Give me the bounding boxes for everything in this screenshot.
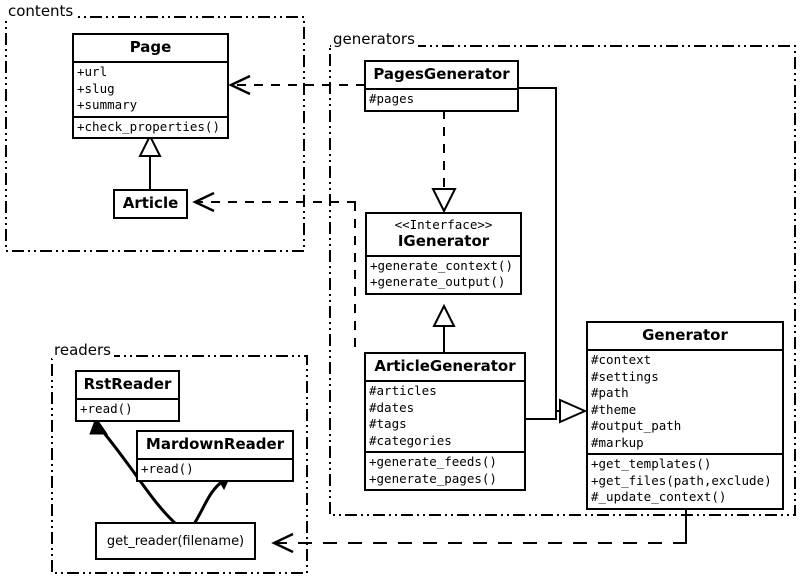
method: +generate_feeds() xyxy=(369,454,497,469)
class-articlegenerator-title: ArticleGenerator xyxy=(374,357,516,375)
class-igenerator-name: IGenerator xyxy=(397,231,490,250)
attribute: +summary xyxy=(77,97,138,112)
class-articlegenerator[interactable]: ArticleGenerator #articles #dates #tags … xyxy=(364,352,526,491)
package-label-contents: contents xyxy=(6,2,77,20)
relation-articlegenerator-aggregates-generator xyxy=(526,411,557,420)
relation-articlegenerator-depends-article xyxy=(192,191,356,352)
class-igenerator-title: <<Interface>> IGenerator xyxy=(367,214,520,255)
method: +generate_context() xyxy=(370,257,513,273)
relation-pagesgenerator-realizes-igenerator xyxy=(431,110,457,214)
package-label-generators: generators xyxy=(331,30,418,48)
attribute: +url xyxy=(77,64,108,79)
relation-article-generalizes-page xyxy=(138,133,162,190)
class-generator-methods: +get_templates() +get_files(path,exclude… xyxy=(588,453,782,508)
attribute: #categories xyxy=(369,432,452,448)
attribute: +slug xyxy=(77,80,115,96)
class-articlegenerator-methods: +generate_feeds() +generate_pages() xyxy=(366,451,524,489)
method: +check_properties() xyxy=(77,118,220,134)
class-page-attributes: +url +slug +summary xyxy=(74,61,227,116)
function-get-reader[interactable]: get_reader(filename) xyxy=(95,522,256,560)
relation-pagesgenerator-aggregates-generator xyxy=(519,87,588,424)
class-article-title: Article xyxy=(122,194,179,212)
method: +read() xyxy=(141,461,194,476)
class-rstreader[interactable]: RstReader +read() xyxy=(75,370,180,422)
class-rstreader-methods: +read() xyxy=(77,398,178,420)
class-pagesgenerator[interactable]: PagesGenerator #pages xyxy=(364,60,519,112)
method: +get_files(path,exclude) xyxy=(591,472,772,488)
class-mardownreader-title: MardownReader xyxy=(145,435,285,453)
class-mardownreader-methods: +read() xyxy=(138,458,292,480)
attribute: #dates xyxy=(369,399,415,415)
function-get-reader-label: get_reader(filename) xyxy=(106,533,245,549)
attribute: #context xyxy=(591,352,652,367)
relation-pagesgenerator-depends-page xyxy=(228,74,365,96)
class-page-methods: +check_properties() xyxy=(74,115,227,138)
method: +get_templates() xyxy=(591,456,712,471)
package-label-readers: readers xyxy=(52,341,114,359)
attribute: #theme xyxy=(591,401,637,417)
method: +read() xyxy=(80,401,133,416)
class-igenerator[interactable]: <<Interface>> IGenerator +generate_conte… xyxy=(365,212,522,295)
attribute: #articles xyxy=(369,383,437,398)
attribute: #tags xyxy=(369,416,407,431)
class-rstreader-title: RstReader xyxy=(83,375,172,393)
attribute: #settings xyxy=(591,368,659,384)
class-articlegenerator-attributes: #articles #dates #tags #categories xyxy=(366,380,524,451)
class-generator[interactable]: Generator #context #settings #path #them… xyxy=(586,321,784,510)
class-page[interactable]: Page +url +slug +summary +check_properti… xyxy=(72,33,229,139)
class-pagesgenerator-title: PagesGenerator xyxy=(373,65,510,83)
class-igenerator-methods: +generate_context() +generate_output() xyxy=(367,254,520,293)
method: +generate_pages() xyxy=(369,470,497,486)
attribute: #pages xyxy=(369,91,415,106)
relation-articlegenerator-generalizes-igenerator xyxy=(432,303,456,352)
attribute: #output_path xyxy=(591,418,682,433)
method: #_update_context() xyxy=(591,489,727,504)
class-generator-title: Generator xyxy=(642,326,728,344)
attribute: #path xyxy=(591,385,629,400)
class-mardownreader[interactable]: MardownReader +read() xyxy=(136,430,294,482)
class-pagesgenerator-attributes: #pages xyxy=(366,88,517,110)
attribute: #markup xyxy=(591,434,644,450)
class-article[interactable]: Article xyxy=(113,189,188,219)
class-generator-attributes: #context #settings #path #theme #output_… xyxy=(588,349,782,453)
class-page-title: Page xyxy=(129,38,172,56)
method: +generate_output() xyxy=(370,274,506,289)
